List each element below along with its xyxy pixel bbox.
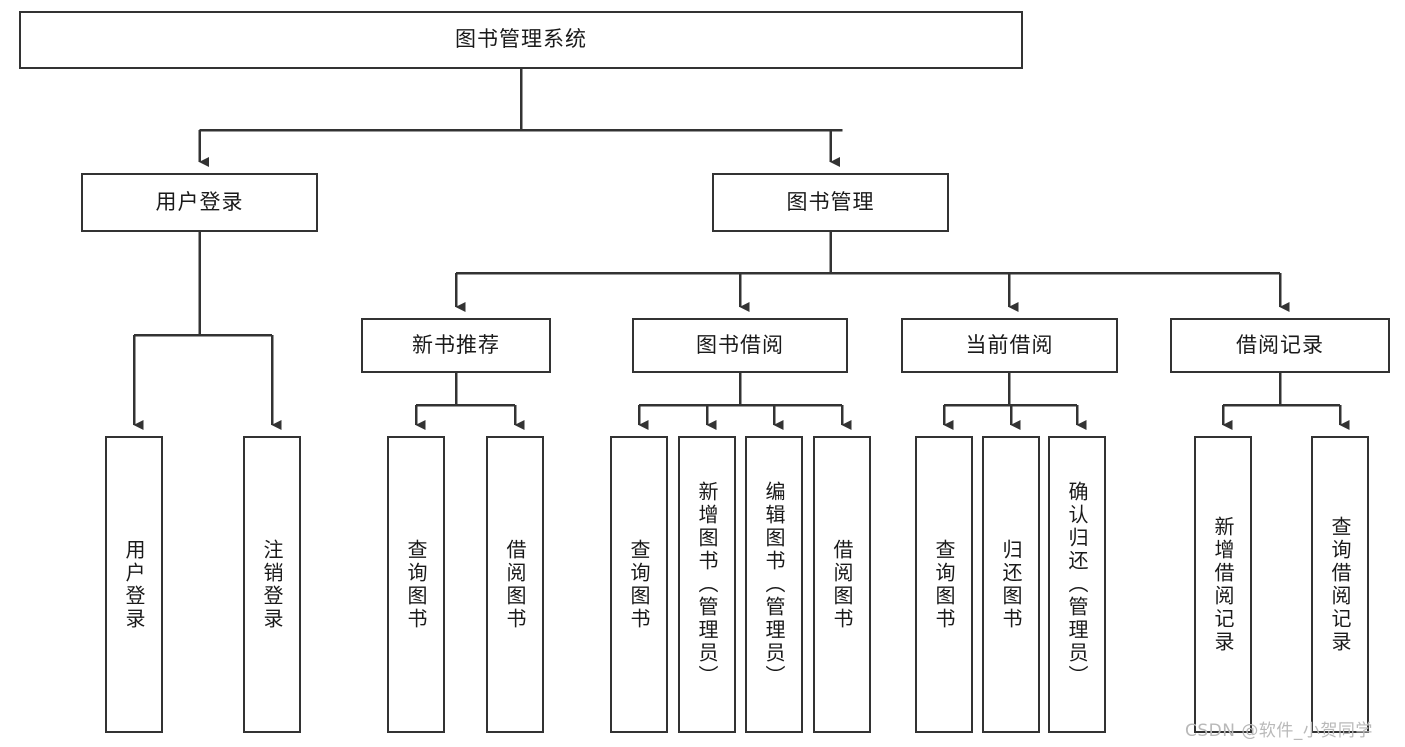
node-label: 新书推荐 <box>412 332 500 357</box>
leaf-label: 注销登录 <box>260 538 284 631</box>
leaf-label: 编辑图书（管理员） <box>762 481 786 688</box>
node-label: 借阅记录 <box>1236 332 1324 357</box>
leaf-node[interactable]: 归还图书 <box>982 436 1040 733</box>
node-current-borrow[interactable]: 当前借阅 <box>901 318 1118 373</box>
leaf-label: 新增图书（管理员） <box>695 481 719 688</box>
leaf-node[interactable]: 查询借阅记录 <box>1311 436 1369 733</box>
leaf-node[interactable]: 查询图书 <box>610 436 668 733</box>
node-label: 图书借阅 <box>696 332 784 357</box>
node-new-book-recommend[interactable]: 新书推荐 <box>361 318 551 373</box>
node-root-system[interactable]: 图书管理系统 <box>19 11 1023 69</box>
leaf-node[interactable]: 查询图书 <box>915 436 973 733</box>
node-user-login[interactable]: 用户登录 <box>81 173 318 232</box>
leaf-label: 归还图书 <box>999 538 1023 631</box>
leaf-label: 查询借阅记录 <box>1328 515 1352 654</box>
leaf-label: 借阅图书 <box>503 538 527 631</box>
leaf-label: 查询图书 <box>404 538 428 631</box>
node-book-borrow[interactable]: 图书借阅 <box>632 318 848 373</box>
node-label: 当前借阅 <box>965 332 1054 357</box>
leaf-label: 用户登录 <box>122 538 146 631</box>
leaf-node[interactable]: 用户登录 <box>105 436 163 733</box>
leaf-label: 新增借阅记录 <box>1211 515 1235 654</box>
leaf-node[interactable]: 新增借阅记录 <box>1194 436 1252 733</box>
node-label: 图书管理 <box>786 189 875 214</box>
leaf-label: 借阅图书 <box>830 538 854 631</box>
leaf-node[interactable]: 借阅图书 <box>486 436 544 733</box>
leaf-node[interactable]: 注销登录 <box>243 436 301 733</box>
leaf-node[interactable]: 借阅图书 <box>813 436 871 733</box>
leaf-label: 查询图书 <box>627 538 651 631</box>
leaf-label: 查询图书 <box>932 538 956 631</box>
leaf-label: 确认归还（管理员） <box>1065 481 1089 688</box>
node-label: 图书管理系统 <box>455 27 587 52</box>
leaf-node[interactable]: 编辑图书（管理员） <box>745 436 803 733</box>
leaf-node[interactable]: 查询图书 <box>387 436 445 733</box>
leaf-node[interactable]: 新增图书（管理员） <box>678 436 736 733</box>
leaf-node[interactable]: 确认归还（管理员） <box>1048 436 1106 733</box>
node-label: 用户登录 <box>155 189 244 214</box>
node-book-management[interactable]: 图书管理 <box>712 173 949 232</box>
node-borrow-record[interactable]: 借阅记录 <box>1170 318 1390 373</box>
